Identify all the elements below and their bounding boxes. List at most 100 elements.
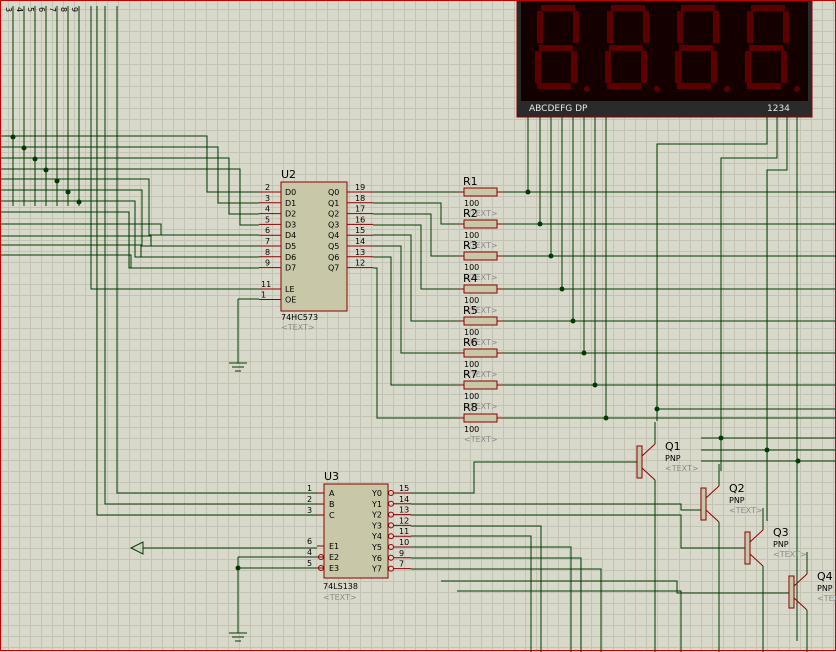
wire <box>411 461 637 494</box>
pin-name: B <box>329 500 335 509</box>
wire <box>504 117 529 193</box>
emitter-line <box>749 553 764 567</box>
resistor-value: 100 <box>464 231 479 240</box>
resistor-text: <TEXT> <box>464 402 498 411</box>
transistor-ref: Q1 <box>665 440 681 453</box>
wire <box>1 189 259 247</box>
inversion-bubble <box>388 565 394 572</box>
wire <box>504 117 563 290</box>
resistors[interactable]: R1100<TEXT>R2100<TEXT>R3100<TEXT>R4100<T… <box>457 175 504 444</box>
pin-number: 15 <box>399 484 409 493</box>
segment <box>747 83 781 89</box>
resistor-body <box>463 380 498 390</box>
segment <box>607 11 613 43</box>
transistor-base <box>744 531 751 565</box>
junction-dot <box>65 189 71 195</box>
junction-dot <box>76 199 82 205</box>
wire <box>411 503 701 511</box>
u2-ref: U2 <box>281 168 296 181</box>
wire <box>90 6 259 290</box>
display-digits <box>535 5 800 92</box>
digit-1 <box>535 5 590 92</box>
transistor-type: PNP <box>773 540 789 549</box>
pin-name: LE <box>285 285 295 294</box>
pin-name: Q2 <box>328 210 339 219</box>
inversion-bubble <box>388 533 394 540</box>
u3-text: <TEXT> <box>323 593 357 602</box>
transistor-type: PNP <box>729 496 745 505</box>
display-digit-label: 1234 <box>767 104 790 114</box>
pin-number: 5 <box>307 559 312 568</box>
segment <box>609 45 643 51</box>
pin-name: Y1 <box>371 500 382 509</box>
pin-number: 4 <box>307 548 312 557</box>
seven-segment-display[interactable]: ABCDEFG DP 1234 <box>516 1 813 118</box>
segment <box>749 45 783 51</box>
resistor-ref: R7 <box>463 368 478 381</box>
pin-number: 14 <box>355 237 365 246</box>
wire <box>373 245 457 354</box>
pin-name: D6 <box>285 253 296 262</box>
pin-number: 12 <box>399 516 409 525</box>
pin-number: 8 <box>265 248 270 257</box>
pin-name: Y4 <box>371 532 382 541</box>
wires <box>1 6 836 652</box>
pin-name: E2 <box>329 553 339 562</box>
pin-number: 1 <box>307 484 312 493</box>
pin-name: Y2 <box>371 511 382 520</box>
wire <box>1 135 259 193</box>
resistor-value: 100 <box>464 296 479 305</box>
decimal-point <box>724 86 730 92</box>
transistor-ref: Q2 <box>729 482 745 495</box>
segment <box>675 51 681 83</box>
segment <box>677 83 711 89</box>
wire <box>504 117 585 354</box>
collector-line <box>793 573 808 587</box>
pin-name: Q4 <box>328 231 339 240</box>
pin-number: 2 <box>307 495 312 504</box>
pin-name: Y5 <box>371 543 382 552</box>
resistor-ref: R6 <box>463 336 478 349</box>
segment <box>751 5 785 11</box>
u2-74hc573[interactable]: U2 74HC573 <TEXT> 2D03D14D25D36D47D58D69… <box>259 168 373 332</box>
wire <box>1 200 259 258</box>
segment <box>745 51 751 83</box>
u2-part: 74HC573 <box>281 313 318 322</box>
transistors[interactable]: Q1PNP<TEXT>Q2PNP<TEXT>Q3PNP<TEXT>Q4PNP<T… <box>636 422 836 652</box>
resistor-text: <TEXT> <box>464 338 498 347</box>
wire <box>656 117 768 421</box>
u3-74ls138[interactable]: U3 74LS138 <TEXT> 1A2B3C6E14E25E315Y014Y… <box>307 470 411 602</box>
transistor-type: PNP <box>817 584 833 593</box>
wire <box>766 117 788 521</box>
pin-name: Q6 <box>328 253 339 262</box>
u2-text: <TEXT> <box>281 323 315 332</box>
pin-name: D0 <box>285 188 296 197</box>
inversion-bubble <box>388 511 394 518</box>
resistor-ref: R3 <box>463 239 478 252</box>
segment <box>537 11 543 43</box>
collector-line <box>749 529 764 543</box>
wire <box>116 6 317 494</box>
resistor-body <box>463 316 498 326</box>
ground-symbol-u3 <box>229 557 247 642</box>
pin-number: 7 <box>265 237 270 246</box>
pin-number: 16 <box>355 215 365 224</box>
decimal-point <box>794 86 800 92</box>
inversion-bubble <box>388 554 394 561</box>
wire <box>373 234 457 322</box>
u3-ref: U3 <box>324 470 339 483</box>
pin-name: OE <box>285 296 296 305</box>
pin-name: D4 <box>285 231 296 240</box>
net-label-8: 8 <box>59 7 68 12</box>
wire <box>411 525 542 652</box>
pin-name: E3 <box>329 564 339 573</box>
pin-number: 3 <box>265 194 270 203</box>
pin-number: 10 <box>399 538 409 547</box>
segment <box>641 51 647 83</box>
